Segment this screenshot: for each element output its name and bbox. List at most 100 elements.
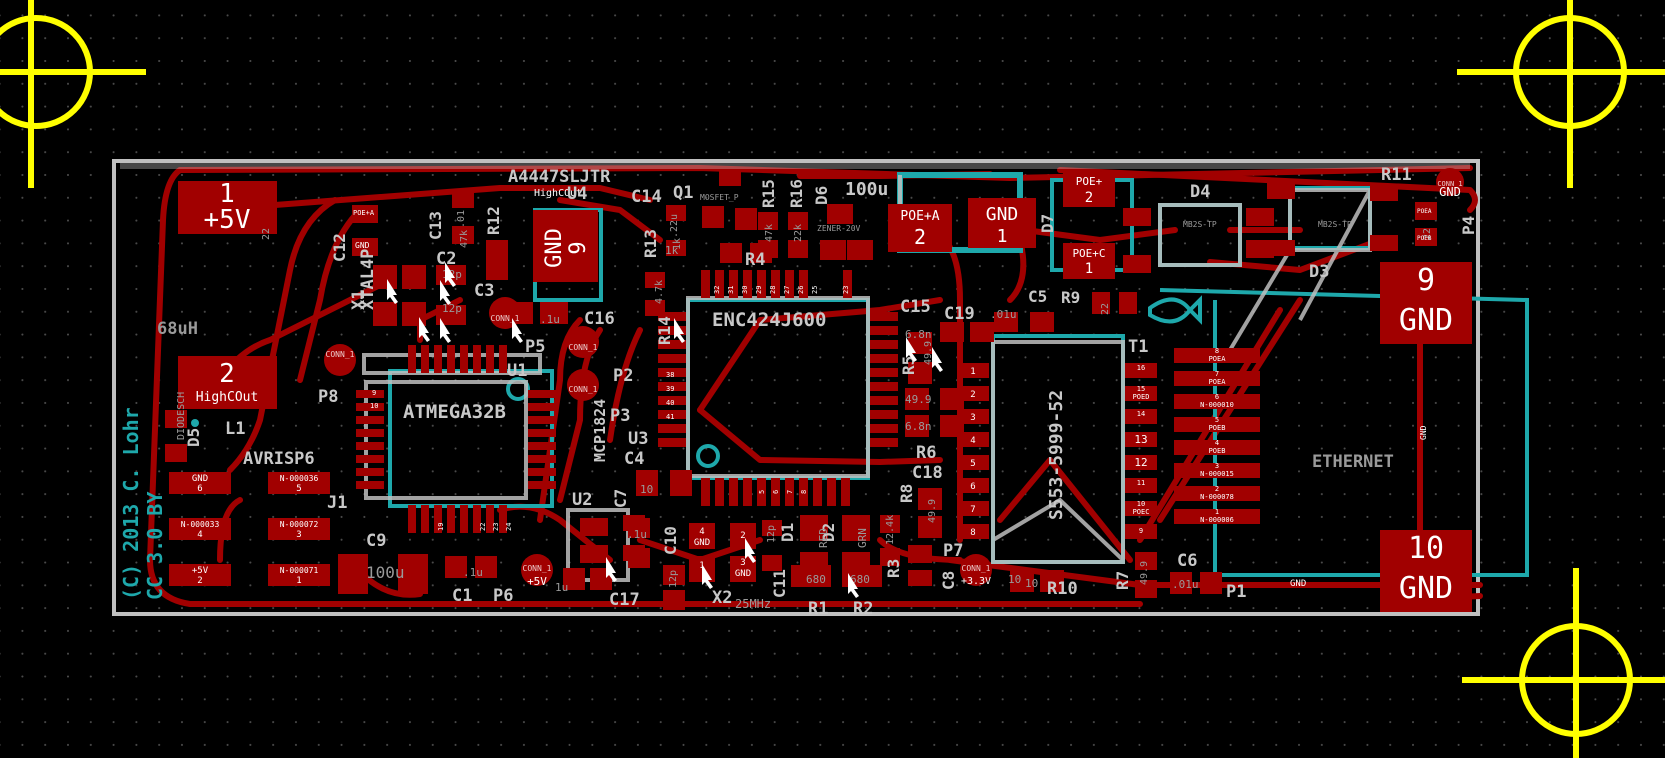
ref-u3: U3 [628, 429, 648, 449]
t1-value: S553-5999-52 [1046, 390, 1067, 520]
c11-val: 12p [766, 525, 777, 543]
t1-pin7: 7 [970, 505, 975, 515]
ref-r2: R2 [853, 599, 873, 619]
eth-pad2-num: 2 [1215, 485, 1219, 493]
r12-val: 47k [459, 230, 470, 248]
t1-pin1: 1 [970, 367, 975, 377]
ref-c3: C3 [474, 281, 494, 301]
p2-conn: CONN_1 [569, 343, 598, 352]
u1-pin9: 9 [372, 389, 376, 397]
regulator-part: A4447SLJTR [508, 167, 611, 187]
enc-pin27: 27 [783, 286, 791, 294]
ref-c11: C11 [770, 569, 789, 598]
enc-pin38: 38 [666, 371, 674, 379]
d7-poec-num: 1 [1085, 261, 1093, 277]
ref-r10: R10 [1047, 579, 1078, 599]
ref-j1: J1 [327, 493, 347, 513]
t1-pin9: 9 [1139, 527, 1143, 535]
x2-pad3-net: GND [735, 569, 751, 579]
enc-pin8: 8 [800, 490, 808, 494]
ethernet-label: ETHERNET [1312, 452, 1394, 472]
j1-pad2-num: 2 [197, 576, 202, 586]
ref-r15: R15 [759, 179, 778, 208]
ref-d5: D5 [184, 428, 203, 447]
r15-val: 47k [764, 224, 775, 242]
p4-net: GND [1439, 185, 1461, 199]
t1-pin12: 12 [1134, 456, 1147, 469]
x2-pad4-net: GND [694, 538, 710, 548]
c2-val: 12p [442, 302, 462, 315]
ref-r9: R9 [1061, 288, 1080, 307]
t1-pin10: 10 [1137, 500, 1145, 508]
enc-value: ENC424J600 [712, 309, 826, 331]
c12-poea-net: POE+A [353, 209, 375, 217]
eth-pad7-num: 7 [1215, 370, 1219, 378]
c4-val: 10 [640, 483, 653, 496]
ref-p2: P2 [613, 366, 633, 386]
ref-c10: C10 [661, 526, 680, 555]
test-points [324, 168, 1464, 586]
eth-pad3-net: N-000015 [1200, 470, 1234, 478]
r10-val: 10 [1008, 573, 1021, 586]
inductor-value: 68uH [157, 319, 198, 339]
c5-val: .01u [990, 308, 1017, 321]
u1-pin22: 22 [479, 523, 487, 531]
enc-pin40: 40 [666, 399, 674, 407]
u1-pin10: 10 [370, 402, 378, 410]
eth-pad3-num: 3 [1215, 462, 1219, 470]
ref-p5: P5 [525, 337, 545, 357]
r6-val: 49.9 [905, 393, 932, 406]
ref-p8: P8 [318, 387, 338, 407]
ref-r4: R4 [745, 250, 765, 270]
eth-pad2-net: N-000078 [1200, 493, 1234, 501]
p3-conn: CONN_1 [569, 385, 598, 394]
enc-pin41: 41 [666, 413, 674, 421]
board-edge [112, 159, 1480, 616]
p6-conn: CONN_1 [523, 564, 552, 573]
j1-pad4-num: 4 [197, 530, 202, 540]
eth-pad7-net: POEA [1209, 378, 1227, 386]
c18-val: 6.8n [905, 420, 932, 433]
d2-val: GRN [856, 528, 869, 548]
ref-u1: U1 [507, 361, 527, 381]
eth-pad8-num: 8 [1215, 347, 1219, 355]
r11-poea-net: POEA [1417, 208, 1432, 215]
ref-c4: C4 [624, 449, 644, 469]
fiducial-top-left [0, 0, 146, 188]
j1-value: AVRISP6 [243, 449, 315, 469]
ref-c13: C13 [426, 211, 445, 240]
ref-c6: C6 [1177, 551, 1197, 571]
enc-pin30: 30 [741, 286, 749, 294]
c9-val: 100u [366, 563, 405, 582]
u4-gnd-num: 9 [566, 241, 591, 254]
enc-pin39: 39 [666, 385, 674, 393]
gnd1-net: GND [986, 204, 1019, 225]
enc-pin23: 23 [842, 286, 850, 294]
ref-p4: P4 [1459, 216, 1478, 235]
pad-5v-num: 1 [219, 179, 235, 209]
eth-pad5-net: POEB [1209, 424, 1226, 432]
c19-val: 6.8n [905, 328, 932, 341]
c-100u-value: 100u [845, 179, 888, 200]
t1-pin15: 15 [1137, 385, 1145, 393]
pad-highcout-net: HighCOut [196, 390, 259, 405]
p5-conn: CONN_1 [491, 314, 520, 323]
ref-u4: U4 [567, 184, 587, 204]
c12-gnd-net: GND [355, 241, 370, 250]
p8-conn: CONN_1 [326, 350, 355, 359]
j1-pad2-net: +5V [192, 566, 209, 576]
c10-val: 12p [668, 570, 679, 588]
ref-l1: L1 [225, 419, 245, 439]
j1-pad1-num: 1 [296, 576, 301, 586]
u1-pin24: 24 [505, 523, 513, 531]
ratsnest-markers [387, 262, 943, 598]
eth10-net: GND [1399, 571, 1453, 606]
j1-pad1-net: N-000071 [280, 566, 319, 575]
ref-p3: P3 [610, 406, 630, 426]
ref-c2: C2 [436, 249, 456, 269]
x2-pad3-num: 3 [740, 558, 745, 568]
r5-val: 49.9 [923, 341, 934, 365]
ref-u2: U2 [572, 490, 592, 510]
